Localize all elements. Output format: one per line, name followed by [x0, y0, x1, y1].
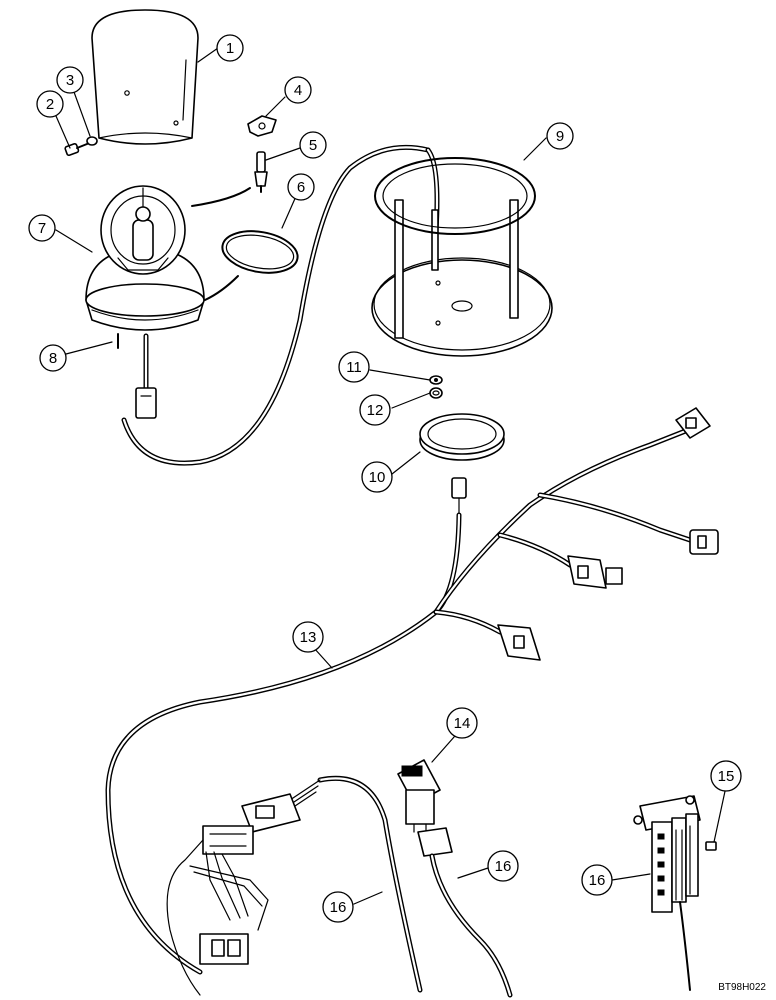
- callout-5: 5: [299, 131, 327, 159]
- beacon-assembly: [85, 185, 205, 331]
- rocker-switch: [397, 759, 441, 833]
- switch-harness: [417, 827, 513, 998]
- callout-14: 14: [446, 707, 478, 739]
- svg-text:10: 10: [369, 469, 386, 486]
- callout-1: 1: [216, 34, 244, 62]
- beacon-lens-dome: [91, 9, 199, 145]
- terminal-block: [633, 795, 701, 991]
- callout-9: 9: [546, 122, 574, 150]
- leader-lines: [55, 47, 728, 905]
- stand-washer: [429, 375, 443, 385]
- screw-part: [64, 141, 93, 157]
- harness-connector-lower: [497, 624, 541, 661]
- mounting-seal: [419, 413, 505, 461]
- callout-15: 15: [710, 760, 742, 792]
- gasket-ring: [221, 230, 299, 274]
- harness-connector-middle: [567, 555, 623, 589]
- svg-text:14: 14: [454, 715, 471, 732]
- fuse-part: [705, 841, 717, 851]
- svg-text:13: 13: [300, 629, 317, 646]
- svg-text:1: 1: [226, 40, 234, 57]
- callout-2: 2: [36, 90, 64, 118]
- svg-text:15: 15: [718, 768, 735, 785]
- connector-harness-left: [166, 775, 423, 996]
- clip-part: [247, 115, 277, 137]
- assembly-arrow-bulb: [191, 187, 251, 207]
- svg-text:11: 11: [346, 359, 362, 376]
- figure-code: BT98H022: [718, 982, 766, 993]
- mounting-stand: [371, 157, 553, 357]
- callout-16-connector-harness: 16: [322, 891, 354, 923]
- callout-6: 6: [287, 173, 315, 201]
- harness-connector-top: [675, 407, 711, 439]
- callout-12: 12: [359, 394, 391, 426]
- svg-text:7: 7: [38, 220, 46, 237]
- svg-text:5: 5: [309, 137, 317, 154]
- svg-text:16: 16: [589, 872, 606, 889]
- main-harness: [105, 427, 693, 975]
- stand-nut: [429, 387, 443, 399]
- callout-13: 13: [292, 621, 324, 653]
- callout-11: 11: [338, 351, 370, 383]
- svg-text:2: 2: [46, 96, 54, 113]
- callout-3: 3: [56, 66, 84, 94]
- assembly-arrow-gasket: [204, 275, 239, 301]
- svg-text:16: 16: [330, 899, 347, 916]
- callout-4: 4: [284, 76, 312, 104]
- svg-text:16: 16: [495, 858, 512, 875]
- svg-text:4: 4: [294, 82, 302, 99]
- harness-connector-right: [689, 529, 719, 555]
- svg-text:9: 9: [556, 128, 564, 145]
- svg-text:12: 12: [367, 402, 384, 419]
- svg-text:8: 8: [49, 350, 57, 367]
- bulb-part: [254, 151, 268, 193]
- callout-8: 8: [39, 344, 67, 372]
- callout-7: 7: [28, 214, 56, 242]
- svg-text:6: 6: [297, 179, 305, 196]
- callout-16-switch-harness: 16: [487, 850, 519, 882]
- washer-part: [86, 136, 98, 146]
- svg-text:3: 3: [66, 72, 74, 89]
- callout-16-terminal-block: 16: [581, 864, 613, 896]
- callout-10: 10: [361, 461, 393, 493]
